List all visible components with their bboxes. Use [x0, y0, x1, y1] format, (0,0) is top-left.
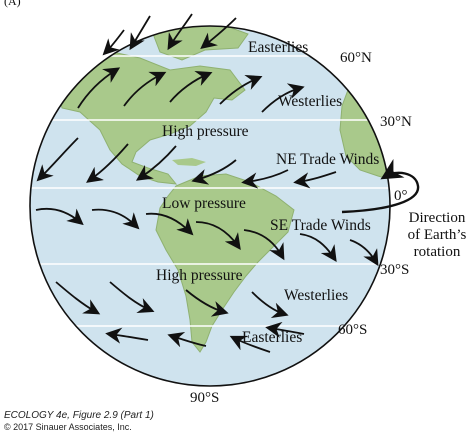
- label-lat-equator: 0°: [394, 188, 408, 204]
- rotation-label-line-2: of Earth’s: [407, 227, 467, 243]
- wind-arrow: [55, 281, 101, 315]
- label-westerlies-north: Westerlies: [278, 93, 343, 110]
- wind-arrow: [135, 145, 177, 181]
- wind-arrows: [35, 13, 379, 353]
- label-easterlies-north: Easterlies: [248, 39, 309, 56]
- wind-arrow: [200, 17, 237, 50]
- landmass-caribbean: [172, 158, 206, 166]
- label-lat-30s: 30°S: [380, 262, 410, 278]
- label-westerlies-south: Westerlies: [284, 287, 349, 304]
- rotation-arrow: [341, 158, 420, 214]
- panel-letter: (A): [4, 0, 21, 8]
- wind-arrow: [105, 327, 149, 344]
- wind-arrow: [86, 143, 129, 183]
- wind-arrow: [185, 289, 229, 317]
- wind-arrow: [167, 13, 193, 51]
- wind-arrow: [293, 171, 337, 189]
- wind-arrow: [191, 159, 237, 185]
- wind-arrow: [109, 281, 155, 313]
- wind-arrow: [241, 169, 289, 189]
- wind-arrow: [243, 229, 285, 261]
- landmass-greenland: [149, 26, 249, 61]
- label-high-pressure-north: High pressure: [162, 123, 249, 140]
- rotation-label: Direction of Earth’s rotation: [400, 210, 474, 261]
- rotation-label-line-1: Direction: [408, 210, 466, 226]
- figure-caption: ECOLOGY 4e, Figure 2.9 (Part 1): [4, 410, 154, 421]
- rotation-label-line-3: rotation: [413, 244, 461, 260]
- label-low-pressure: Low pressure: [162, 195, 246, 212]
- wind-arrow: [123, 71, 167, 107]
- wind-arrow: [91, 208, 140, 230]
- wind-arrow: [261, 83, 305, 113]
- label-easterlies-south: Easterlies: [242, 329, 303, 346]
- label-se-trade-winds: SE Trade Winds: [270, 217, 371, 234]
- wind-arrow: [36, 137, 79, 182]
- wind-arrow: [229, 335, 271, 353]
- wind-arrow: [102, 29, 125, 56]
- copyright-caption: © 2017 Sinauer Associates, Inc.: [4, 422, 132, 432]
- wind-arrow: [251, 291, 289, 319]
- wind-arrow: [219, 75, 263, 105]
- wind-arrow: [169, 71, 213, 103]
- wind-arrow: [299, 233, 337, 263]
- label-lat-60n: 60°N: [340, 50, 372, 66]
- wind-arrow: [145, 212, 194, 236]
- label-ne-trade-winds: NE Trade Winds: [276, 151, 380, 168]
- wind-arrow: [35, 207, 84, 226]
- wind-arrow: [195, 221, 241, 250]
- wind-arrow: [349, 239, 379, 267]
- label-lat-30n: 30°N: [380, 114, 412, 130]
- label-lat-90s: 90°S: [190, 390, 220, 406]
- wind-arrow: [77, 67, 121, 109]
- wind-arrow: [167, 331, 207, 348]
- wind-arrow: [265, 321, 305, 338]
- label-high-pressure-south: High pressure: [156, 267, 243, 284]
- label-lat-60s: 60°S: [338, 322, 368, 338]
